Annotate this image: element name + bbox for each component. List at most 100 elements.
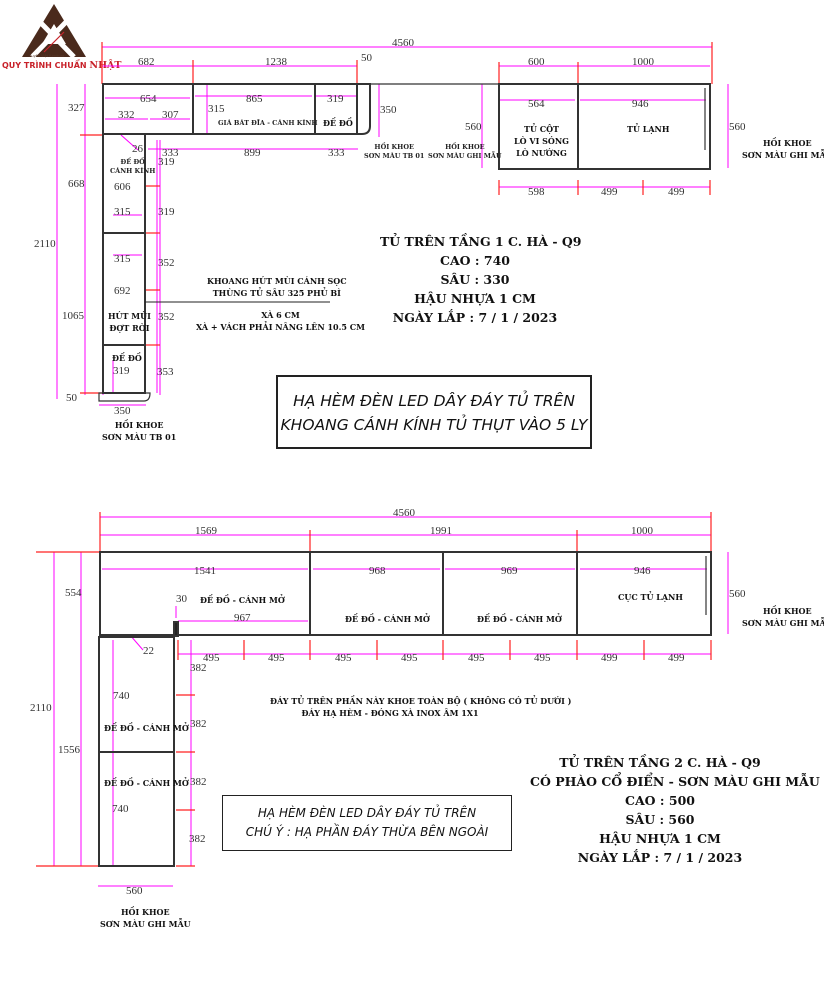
title-line: NGÀY LẮP : 7 / 1 / 2023 (392, 310, 558, 325)
d2-bottom-dim-5: 495 (468, 652, 485, 664)
title-block-2: TỦ TRÊN TẦNG 2 C. HÀ - Q9 CÓ PHÀO CỔ ĐIỂ… (530, 753, 820, 867)
label-de-do-canh-mo-5: ĐẾ ĐỒ - CÁNH MỞ (104, 778, 189, 788)
title-line: HẬU NHỰA 1 CM (414, 291, 536, 306)
d1-dim-499a: 499 (601, 186, 618, 198)
logo-brand-prefix: QUY TRÌNH CHUẨN (2, 61, 87, 70)
d1-dim-560-left: 560 (465, 121, 482, 133)
d2-dim-969: 969 (501, 565, 518, 577)
title-line: TỦ TRÊN TẦNG 1 C. HÀ - Q9 (380, 234, 582, 249)
label-line: ĐẾ ĐỒ (120, 158, 145, 166)
d2-dim-740a: 740 (113, 690, 130, 702)
label-hoi-khoe-ghi-mid: HỒI KHOE SƠN MÀU GHI MẪU (428, 143, 502, 161)
label-line: SƠN MÀU GHI MẪU (742, 150, 824, 160)
d1-dim-353: 353 (157, 366, 174, 378)
label-hoi-khoe-ghi-d2: HỒI KHOE SƠN MÀU GHI MẪU (742, 605, 824, 629)
label-hoi-khoe-tb01: HỒI KHOE SƠN MÀU TB 01 (364, 143, 424, 161)
d1-dim-319b: 319 (158, 156, 175, 168)
d1-dim-50b: 50 (66, 392, 77, 404)
d1-dim-26: 26 (132, 143, 143, 155)
label-hoi-khoe-ghi-bottom: HỒI KHOE SƠN MÀU GHI MẪU (100, 906, 191, 930)
d2-bottom-dim-4: 495 (401, 652, 418, 664)
hood-note-line: XÀ + VÁCH PHẢI NÂNG LÊN 10.5 CM (196, 322, 365, 332)
d2-dim-946: 946 (634, 565, 651, 577)
d1-dim-315: 315 (208, 103, 225, 115)
label-line: HỒI KHOE (762, 606, 812, 616)
title-line: CAO : 500 (625, 793, 695, 808)
label-line: SƠN MÀU TB 01 (102, 432, 177, 442)
label-de-do: ĐẾ ĐỒ (323, 118, 353, 128)
extension-ticks (36, 42, 713, 867)
d1-dim-1238: 1238 (265, 56, 287, 68)
label-line: HÚT MÙI (108, 311, 151, 321)
d1-dim-319d: 319 (113, 365, 130, 377)
label-line: SƠN MÀU GHI MẪU (742, 618, 824, 628)
d1-dim-333b: 333 (328, 147, 345, 159)
d2-dim-967: 967 (234, 612, 251, 624)
title-line: SÂU : 560 (625, 812, 695, 827)
label-tu-cot: TỦ CỘT LÒ VI SÓNG LÒ NƯỚNG (514, 123, 569, 159)
d2-dim-1541: 1541 (194, 565, 216, 577)
d1-dim-668: 668 (68, 178, 85, 190)
d1-dim-499b: 499 (668, 186, 685, 198)
d1-dim-332: 332 (118, 109, 135, 121)
d2-dim-382b: 382 (190, 718, 207, 730)
d2-dim-740b: 740 (112, 803, 129, 815)
hood-note-line: THÙNG TỦ SÂU 325 PHỦ BÌ (212, 288, 341, 298)
label-de-do-canh-mo-4: ĐẾ ĐỒ - CÁNH MỞ (104, 723, 189, 733)
note-line: CHÚ Ý : HẠ PHẦN ĐÁY THỪA BÊN NGOÀI (245, 825, 489, 839)
title-line: TỦ TRÊN TẦNG 2 C. HÀ - Q9 (559, 755, 761, 770)
d1-dim-315b: 315 (114, 253, 131, 265)
label-hut-mui: HÚT MÙI ĐỢT RỜI (108, 310, 151, 334)
label-line: LÒ VI SÓNG (514, 136, 570, 146)
label-de-do-canh-mo-1: ĐẾ ĐỒ - CÁNH MỞ (200, 595, 285, 605)
label-line: ĐỢT RỜI (109, 323, 150, 333)
hood-note-bottom: XÀ 6 CM XÀ + VÁCH PHẢI NÂNG LÊN 10.5 CM (196, 309, 365, 333)
d1-dim-654: 654 (140, 93, 157, 105)
d1-dim-350b: 350 (114, 405, 131, 417)
logo-triangle-icon (22, 4, 86, 59)
note-line: HẠ HÈM ĐÈN LED DÂY ĐÁY TỦ TRÊN (257, 806, 477, 820)
title-line: SÂU : 330 (440, 272, 510, 287)
bottom-note-line: ĐÁY HẠ HÈM - ĐÓNG XÀ INOX ÂM 1X1 (301, 708, 479, 718)
label-hoi-khoe-ghi-right: HỒI KHOE SƠN MÀU GHI MẪU (742, 137, 824, 161)
title-line: HẬU NHỰA 1 CM (599, 831, 721, 846)
d1-dim-899: 899 (244, 147, 261, 159)
d2-bottom-dim-6: 495 (534, 652, 551, 664)
d2-dim-382a: 382 (190, 662, 207, 674)
label-de-do-canh-mo-2: ĐẾ ĐỒ - CÁNH MỞ (345, 614, 430, 624)
title-block-1: TỦ TRÊN TẦNG 1 C. HÀ - Q9 CAO : 740 SÂU … (380, 232, 582, 327)
label-de-do-canh-mo-3: ĐẾ ĐỒ - CÁNH MỞ (477, 614, 562, 624)
title-line: CÓ PHÀO CỔ ĐIỂN - SƠN MÀU GHI MẪU (530, 774, 820, 789)
note-line: HẠ HÈM ĐÈN LED DÂY ĐÁY TỦ TRÊN (293, 392, 575, 410)
d1-dim-560-right: 560 (729, 121, 746, 133)
d2-dim-1556: 1556 (58, 744, 80, 756)
d2-bottom-dim-1: 495 (203, 652, 220, 664)
d1-dim-319c: 319 (158, 206, 175, 218)
d2-dim-554: 554 (65, 587, 82, 599)
d2-dim-560b: 560 (126, 885, 143, 897)
label-tu-lanh: TỦ LẠNH (627, 124, 670, 134)
d2-dim-382c: 382 (190, 776, 207, 788)
label-line: TỦ CỘT (524, 124, 560, 134)
d1-dim-352a: 352 (158, 257, 175, 269)
d1-dim-865: 865 (246, 93, 263, 105)
d1-dim-333a: 333 (162, 147, 179, 159)
label-line: HỒI KHOE (374, 143, 414, 151)
d2-dim-1000: 1000 (631, 525, 653, 537)
d2-dim-2110: 2110 (30, 702, 52, 714)
d1-dim-1065: 1065 (62, 310, 84, 322)
d2-bottom-dim-8: 499 (668, 652, 685, 664)
note-box-2: HẠ HÈM ĐÈN LED DÂY ĐÁY TỦ TRÊN CHÚ Ý : H… (222, 795, 512, 851)
logo-subtitle: Xuyên Việt furniture (29, 54, 65, 58)
d1-dim-598: 598 (528, 186, 545, 198)
d2-bottom-dim-2: 495 (268, 652, 285, 664)
d1-dim-564: 564 (528, 98, 545, 110)
d1-dim-50: 50 (361, 52, 372, 64)
d2-bottom-dim-7: 499 (601, 652, 618, 664)
d2-dim-560: 560 (729, 588, 746, 600)
label-de-do-canh-kinh: ĐẾ ĐỒ CÁNH KÍNH (110, 158, 155, 176)
note-box-1: HẠ HÈM ĐÈN LED DÂY ĐÁY TỦ TRÊN KHOANG CÁ… (276, 375, 592, 449)
d2-bottom-dim-3: 495 (335, 652, 352, 664)
label-line: HỒI KHOE (445, 143, 485, 151)
label-line: CÁNH KÍNH (110, 166, 156, 175)
